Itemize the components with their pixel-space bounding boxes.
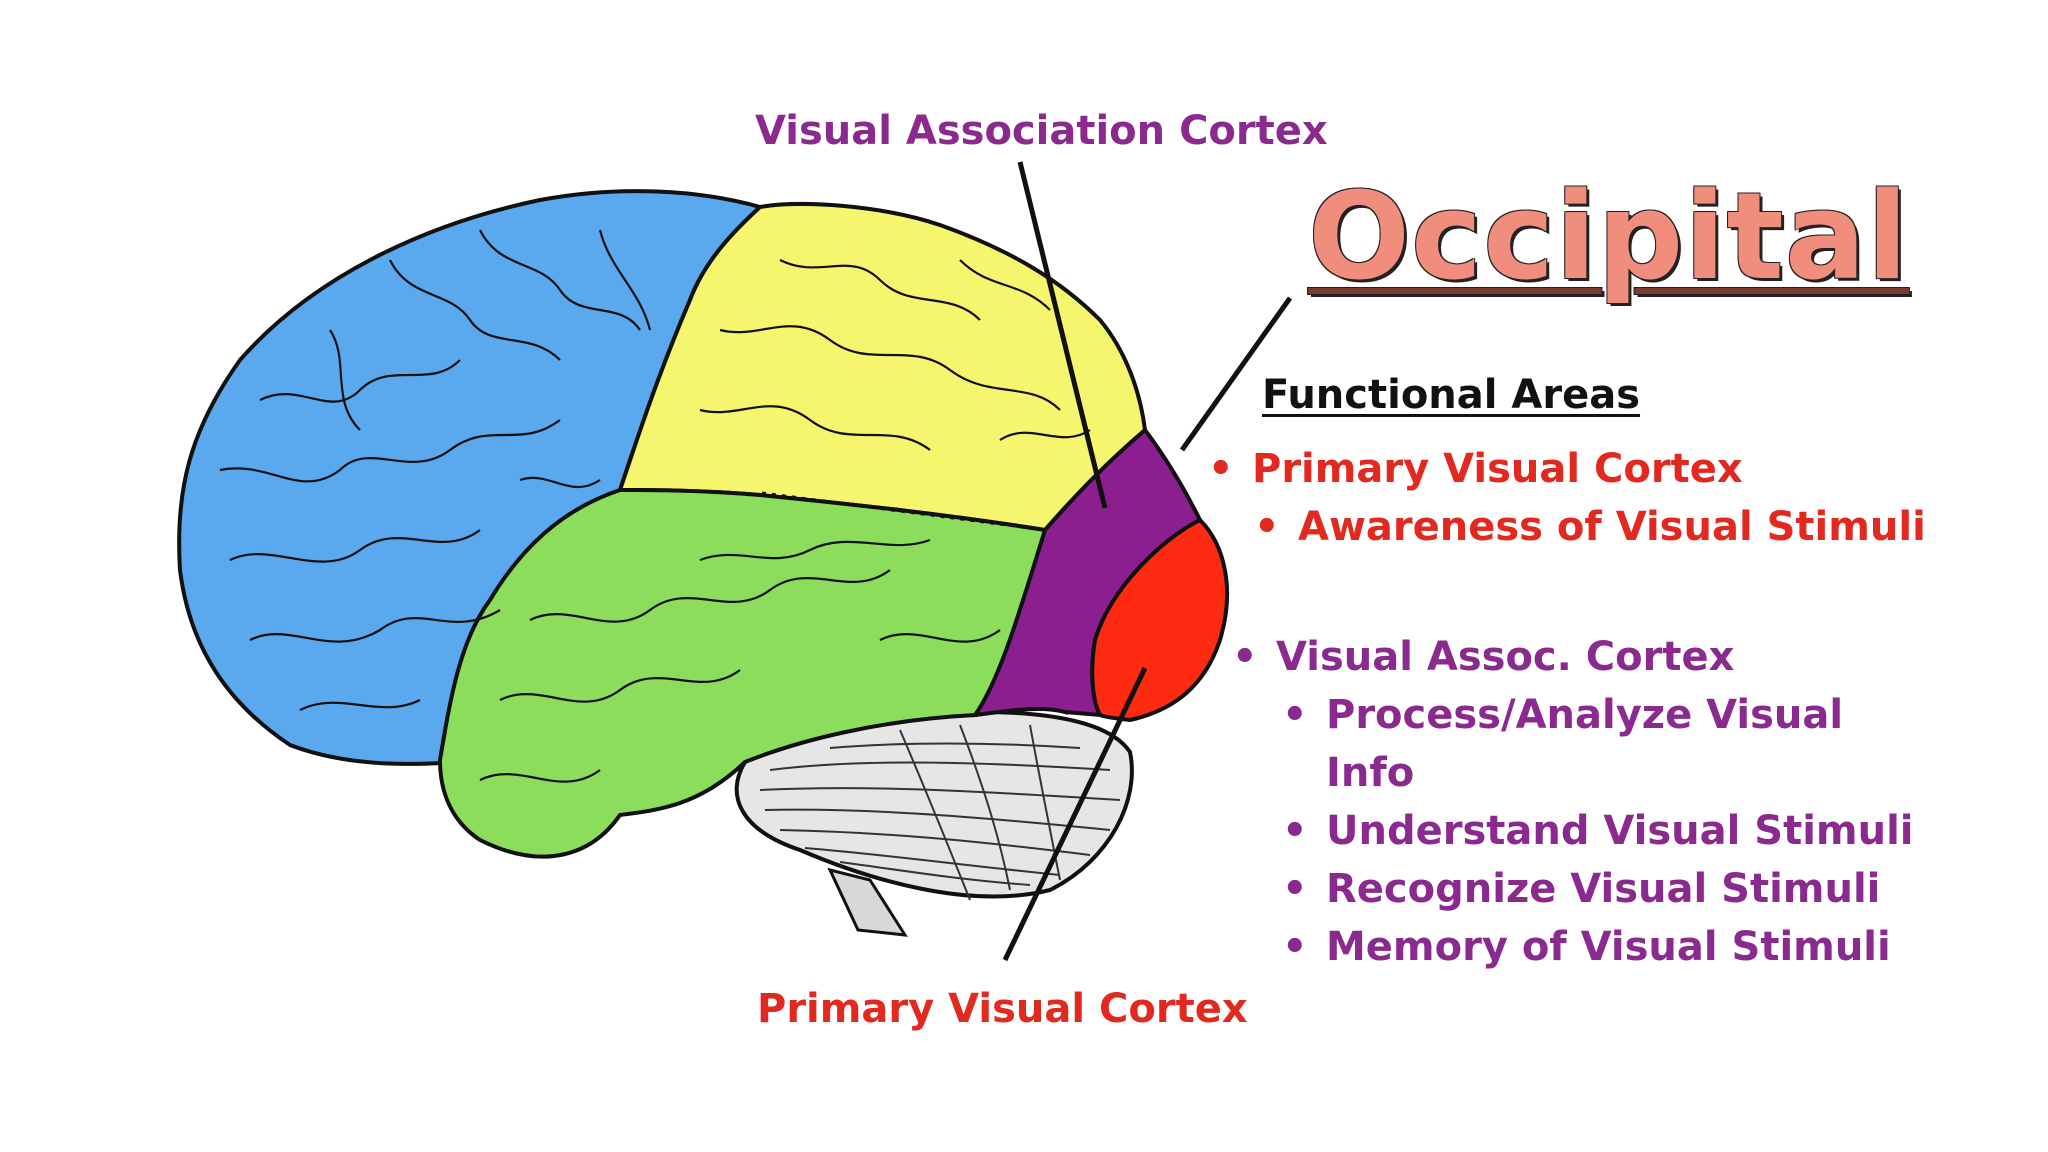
temporal-lobe bbox=[437, 487, 1068, 859]
bullet-label: Memory of Visual Stimuli bbox=[1326, 924, 1891, 970]
bullet-label: Recognize Visual Stimuli bbox=[1326, 866, 1881, 912]
primary-leader-line bbox=[1002, 666, 1148, 962]
bullet-label: Primary Visual Cortex bbox=[1252, 446, 1743, 492]
gyri-lines bbox=[219, 229, 1091, 783]
dotted-boundary bbox=[761, 491, 1046, 532]
sub-bullet-info-continuation: Info bbox=[1326, 744, 1414, 802]
bullet-label: Understand Visual Stimuli bbox=[1326, 808, 1914, 854]
bullet-label: Visual Assoc. Cortex bbox=[1276, 634, 1735, 680]
bullet-primary-visual-cortex: • Primary Visual Cortex bbox=[1208, 440, 1743, 498]
sub-bullet-memory: • Memory of Visual Stimuli bbox=[1282, 918, 1891, 976]
bullet-dot: • bbox=[1208, 446, 1234, 492]
bullet-dot: • bbox=[1282, 808, 1308, 854]
bullet-dot: • bbox=[1232, 634, 1258, 680]
bullet-dot: • bbox=[1254, 504, 1280, 550]
page-title: Occipital bbox=[1308, 168, 1909, 307]
bullet-dot: • bbox=[1282, 924, 1308, 970]
occipital-leader-line bbox=[1179, 296, 1293, 452]
bullet-dot: • bbox=[1282, 866, 1308, 912]
bullet-visual-assoc-cortex: • Visual Assoc. Cortex bbox=[1232, 628, 1735, 686]
primary-visual-cortex-region bbox=[1090, 517, 1230, 723]
bullet-dot: • bbox=[1282, 692, 1308, 738]
functional-areas-heading: Functional Areas bbox=[1262, 372, 1641, 418]
sub-bullet-recognize: • Recognize Visual Stimuli bbox=[1282, 860, 1881, 918]
bullet-label: Info bbox=[1326, 750, 1415, 796]
sub-bullet-understand: • Understand Visual Stimuli bbox=[1282, 802, 1914, 860]
cerebellum bbox=[734, 709, 1134, 937]
primary-visual-cortex-label: Primary Visual Cortex bbox=[757, 986, 1248, 1032]
bullet-label: Awareness of Visual Stimuli bbox=[1298, 504, 1926, 550]
assoc-leader-line bbox=[1017, 161, 1108, 509]
sub-bullet-awareness: • Awareness of Visual Stimuli bbox=[1254, 498, 1926, 556]
sub-bullet-process-analyze: • Process/Analyze Visual bbox=[1282, 686, 1844, 744]
bullet-label: Process/Analyze Visual bbox=[1326, 692, 1844, 738]
visual-association-cortex-label: Visual Association Cortex bbox=[755, 108, 1328, 154]
